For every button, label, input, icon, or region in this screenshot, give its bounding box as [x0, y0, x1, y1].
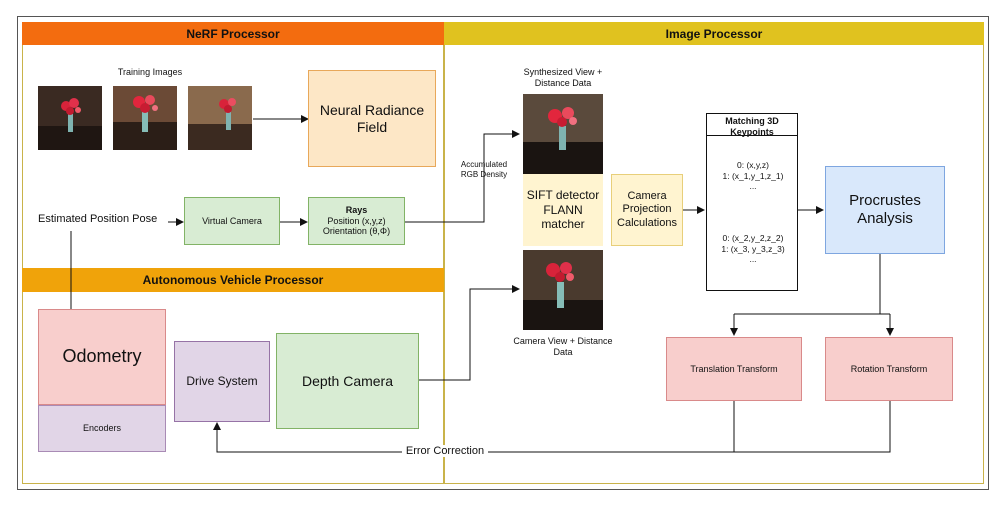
keypoints-group-1: 0: (x,y,z) 1: (x_1,y_1,z_1) ... — [707, 160, 799, 192]
keypoints-title: Matching 3D Keypoints — [707, 114, 797, 137]
rays-title: Rays — [345, 204, 368, 215]
keypoint-row: ... — [749, 254, 757, 265]
training-image-1 — [38, 86, 102, 150]
procrustes-label: Procrustes Analysis — [849, 192, 921, 227]
neural-radiance-field-label: Neural Radiance Field — [319, 101, 425, 135]
diagram-frame — [17, 16, 989, 490]
rotation-transform-label: Rotation Transform — [850, 363, 928, 374]
camera-projection-box: Camera Projection Calculations — [611, 174, 683, 246]
translation-transform-box: Translation Transform — [666, 337, 802, 401]
image-panel-title: Image Processor — [665, 26, 763, 41]
encoders-box: Encoders — [38, 405, 166, 452]
rotation-transform-box: Rotation Transform — [825, 337, 953, 401]
odometry-box: Odometry — [38, 309, 166, 405]
image-panel-header: Image Processor — [444, 22, 984, 45]
estimated-pose-label: Estimated Position Pose — [38, 213, 158, 225]
training-image-2 — [113, 86, 177, 150]
encoders-label: Encoders — [82, 423, 122, 434]
virtual-camera-box: Virtual Camera — [184, 197, 280, 245]
accumulated-rgb-label: Accumulated RGB Density — [460, 160, 508, 179]
drive-system-box: Drive System — [174, 341, 270, 422]
virtual-camera-label: Virtual Camera — [202, 215, 262, 226]
neural-radiance-field-box: Neural Radiance Field — [308, 70, 436, 167]
rays-box: Rays Position (x,y,z) Orientation (θ,Φ) — [308, 197, 405, 245]
rays-position: Position (x,y,z) — [327, 215, 386, 226]
odometry-label: Odometry — [62, 346, 142, 367]
av-panel-header: Autonomous Vehicle Processor — [22, 268, 444, 292]
depth-camera-label: Depth Camera — [301, 372, 394, 389]
keypoints-table: Matching 3D Keypoints 0: (x,y,z) 1: (x_1… — [706, 113, 798, 291]
camera-projection-label: Camera Projection Calculations — [617, 190, 677, 229]
keypoint-row: 0: (x_2,y_2,z_2) — [722, 233, 784, 243]
camera-view-image — [523, 250, 603, 330]
keypoints-group-2: 0: (x_2,y_2,z_2) 1: (x_3, y_3,z_3) ... — [707, 233, 799, 265]
training-image-3 — [188, 86, 252, 150]
drive-system-label: Drive System — [186, 374, 258, 389]
keypoint-row: 1: (x_1,y_1,z_1) — [722, 170, 784, 181]
translation-transform-label: Translation Transform — [690, 363, 778, 374]
error-correction-label: Error Correction — [402, 445, 488, 457]
sift-flann-box: SIFT detector FLANN matcher — [523, 174, 603, 246]
depth-camera-box: Depth Camera — [276, 333, 419, 429]
keypoint-row: 0: (x,y,z) — [737, 160, 769, 170]
av-panel-title: Autonomous Vehicle Processor — [142, 273, 324, 287]
training-images-label: Training Images — [117, 67, 183, 77]
sift-flann-label: SIFT detector FLANN matcher — [526, 188, 600, 232]
nerf-panel-title: NeRF Processor — [186, 26, 280, 41]
synthesized-view-image — [523, 94, 603, 174]
procrustes-box: Procrustes Analysis — [825, 166, 945, 254]
keypoint-row: 1: (x_3, y_3,z_3) — [721, 243, 785, 254]
rays-orientation: Orientation (θ,Φ) — [322, 226, 391, 237]
keypoint-row: ... — [749, 181, 757, 192]
nerf-panel-header: NeRF Processor — [22, 22, 444, 45]
camera-view-label: Camera View + Distance Data — [513, 336, 613, 358]
synthesized-view-label: Synthesized View + Distance Data — [523, 67, 603, 89]
